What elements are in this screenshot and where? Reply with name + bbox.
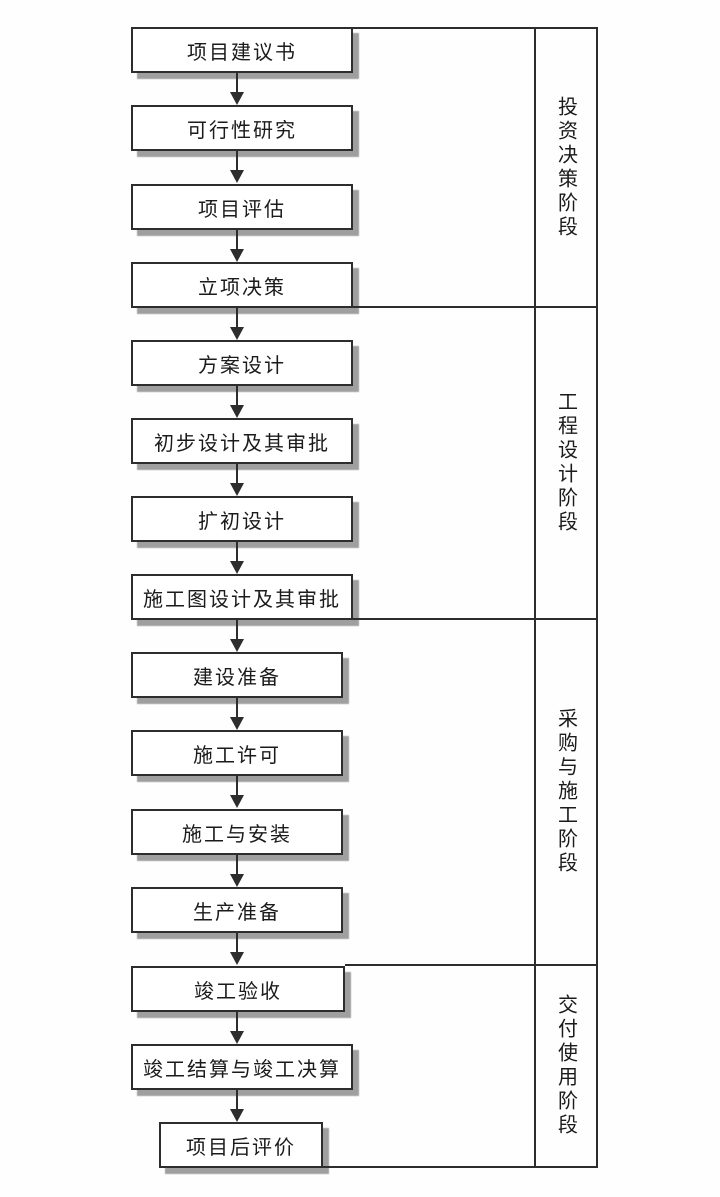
- arrow-down-icon: [230, 541, 244, 574]
- flow-step: 扩初设计: [131, 496, 353, 574]
- flow-step: 初步设计及其审批: [131, 418, 353, 496]
- flow-step-box: 施工许可: [131, 730, 343, 776]
- flow-step-box: 立项决策: [131, 262, 353, 308]
- flow-step: 施工图设计及其审批: [131, 574, 353, 652]
- flow-step-label: 竣工验收: [194, 980, 282, 1003]
- stage-divider-top: [351, 27, 598, 29]
- flow-step-label: 初步设计及其审批: [154, 432, 330, 455]
- stage-divider-bottom: [321, 1166, 598, 1168]
- flow-step-box: 初步设计及其审批: [131, 418, 353, 464]
- flow-step-box: 可行性研究: [131, 105, 353, 151]
- flow-step-label: 方案设计: [198, 354, 286, 377]
- arrow-down-icon: [230, 463, 244, 496]
- flow-step-box: 项目后评价: [159, 1122, 323, 1168]
- flow-step: 项目后评价: [131, 1122, 353, 1197]
- flow-step-label: 项目建议书: [187, 41, 297, 64]
- flow-step-label: 项目后评价: [186, 1136, 296, 1159]
- flow-step-box: 竣工结算与竣工决算: [131, 1044, 353, 1090]
- flow-step: 建设准备: [131, 652, 353, 730]
- flow-step: 项目评估: [131, 184, 353, 262]
- flow-step-label: 施工许可: [193, 744, 281, 767]
- stage-label-handover-use: 交付使用阶段: [554, 994, 577, 1138]
- flow-step: 立项决策: [131, 262, 353, 340]
- flow-step-box: 扩初设计: [131, 496, 353, 542]
- arrow-down-icon: [230, 932, 244, 965]
- stage-column-left-line: [534, 27, 536, 1168]
- flow-step-label: 扩初设计: [198, 510, 286, 533]
- flow-step: 生产准备: [131, 887, 353, 965]
- arrow-down-icon: [230, 854, 244, 887]
- flow-step: 竣工结算与竣工决算: [131, 1044, 353, 1122]
- flow-step-box: 竣工验收: [131, 966, 345, 1012]
- arrow-down-icon: [230, 385, 244, 418]
- arrow-down-icon: [230, 1089, 244, 1122]
- flow-step-label: 生产准备: [193, 901, 281, 924]
- flow-step-label: 竣工结算与竣工决算: [143, 1058, 341, 1081]
- stage-divider-2: [351, 618, 598, 620]
- stage-column-right-line: [596, 27, 598, 1168]
- stage-label-investment-decision: 投资决策阶段: [554, 95, 577, 240]
- flow-step: 施工许可: [131, 730, 353, 808]
- stage-label-engineering-design: 工程设计阶段: [554, 391, 577, 535]
- arrow-down-icon: [230, 150, 244, 183]
- flow-step-label: 施工图设计及其审批: [143, 588, 341, 611]
- flow-step-box: 方案设计: [131, 340, 353, 386]
- arrow-down-icon: [230, 775, 244, 808]
- flow-step-box: 施工图设计及其审批: [131, 574, 353, 620]
- arrow-down-icon: [230, 229, 244, 262]
- flow-step: 方案设计: [131, 340, 353, 418]
- arrow-down-icon: [230, 307, 244, 340]
- stage-divider-1: [351, 306, 598, 308]
- flow-step-label: 立项决策: [198, 276, 286, 299]
- flow-step-label: 项目评估: [198, 198, 286, 221]
- flow-step: 项目建议书: [131, 27, 353, 105]
- flow-step-box: 生产准备: [131, 887, 343, 933]
- arrow-down-icon: [230, 619, 244, 652]
- flow-step: 竣工验收: [131, 966, 353, 1044]
- flow-step-box: 项目评估: [131, 184, 353, 230]
- flow-step-label: 施工与安装: [182, 823, 292, 846]
- arrow-down-icon: [230, 1011, 244, 1044]
- flow-step-box: 项目建议书: [131, 27, 353, 73]
- flow-step-label: 建设准备: [193, 666, 281, 689]
- stage-divider-3: [345, 964, 598, 966]
- flow-step: 可行性研究: [131, 105, 353, 183]
- flow-step-box: 施工与安装: [131, 809, 343, 855]
- flow-step-label: 可行性研究: [187, 119, 297, 142]
- arrow-down-icon: [230, 697, 244, 730]
- flow-step-box: 建设准备: [131, 652, 343, 698]
- flow-step: 施工与安装: [131, 809, 353, 887]
- arrow-down-icon: [230, 72, 244, 105]
- stage-label-procurement-construction: 采购与施工阶段: [554, 708, 577, 876]
